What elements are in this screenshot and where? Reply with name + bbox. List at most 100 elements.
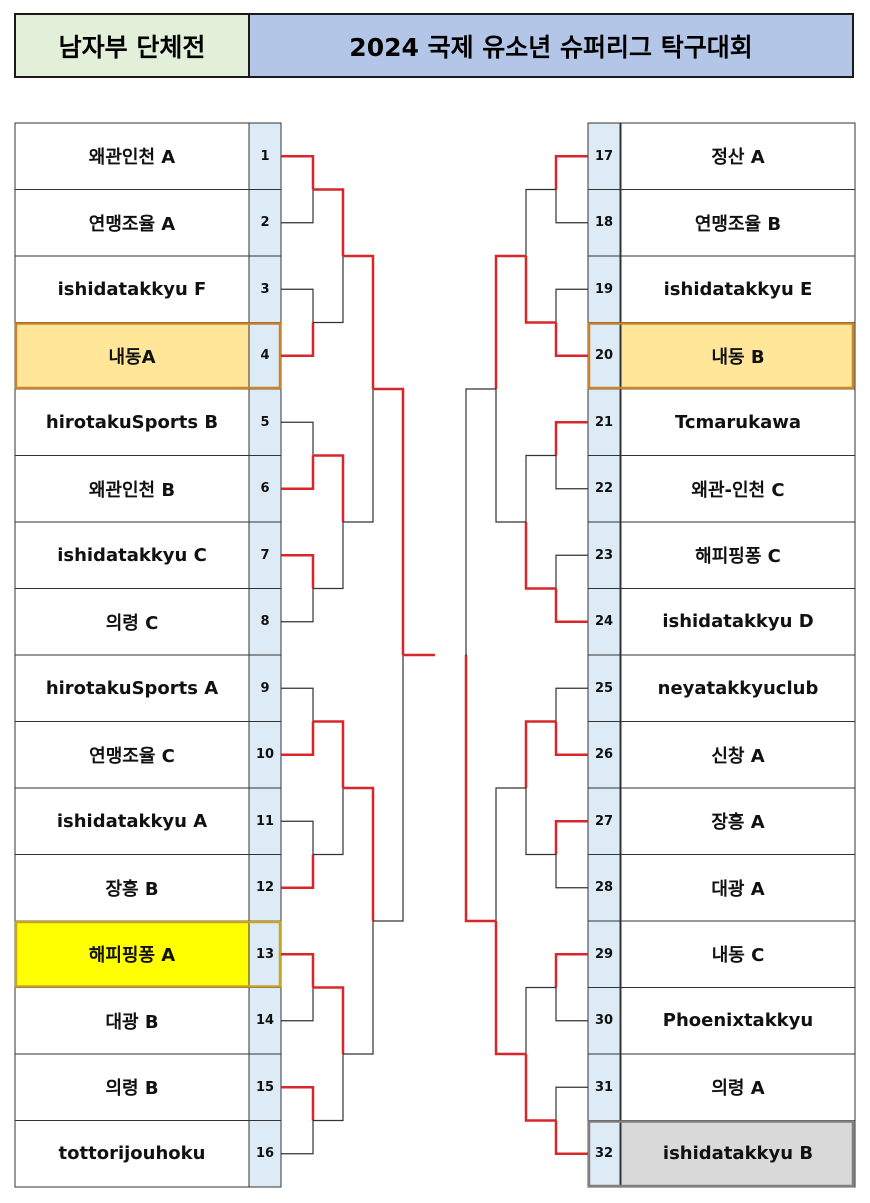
- seed-cell-bg: [248, 987, 282, 1055]
- team-name: ishidatakkyu C: [57, 544, 207, 566]
- bracket-branch: [555, 987, 588, 1022]
- team-name: 신창 A: [711, 745, 765, 767]
- bracket-branch: [555, 455, 588, 490]
- team-name: 왜관인천 B: [88, 479, 176, 501]
- seed-number: 19: [594, 281, 614, 297]
- seed-cell-bg: [248, 521, 282, 589]
- seed-number: 12: [255, 880, 275, 896]
- team-name: 내동 B: [711, 346, 765, 368]
- bracket-win-branch: [494, 254, 526, 389]
- seed-number: 24: [594, 614, 614, 630]
- seed-cell-bg: [248, 1120, 282, 1188]
- bracket-branch: [313, 788, 344, 856]
- team-name: Tcmarukawa: [674, 411, 802, 433]
- seed-cell-bg: [248, 588, 282, 656]
- seed-number: 2: [260, 215, 270, 231]
- seed-cell-bg: [248, 854, 282, 922]
- bracket-win-branch: [554, 1120, 588, 1155]
- bracket-win-branch: [373, 387, 405, 655]
- team-name: 정산 A: [711, 147, 765, 169]
- team-name: 장흥 B: [105, 878, 159, 900]
- bracket-win-branch: [281, 1086, 315, 1121]
- bracket-win-branch: [281, 554, 315, 589]
- team-cell-bg: [14, 721, 250, 789]
- team-cell-bg: [14, 521, 250, 589]
- team-cell-bg: [14, 122, 250, 190]
- bracket-branch: [525, 986, 556, 1054]
- seed-number: 29: [594, 946, 614, 962]
- bracket-branch: [555, 854, 588, 889]
- bracket-branch: [555, 687, 588, 722]
- team-cell-bg: [14, 255, 250, 323]
- seed-number: 28: [594, 880, 614, 896]
- seed-number: 22: [594, 481, 614, 497]
- team-cell-bg: [620, 455, 856, 523]
- team-name: ishidatakkyu B: [662, 1143, 814, 1165]
- team-name: 왜관인천 A: [88, 147, 176, 169]
- team-name: Phoenixtakkyu: [662, 1010, 814, 1032]
- bracket-win-branch: [554, 953, 588, 988]
- highlight-border: [14, 322, 282, 390]
- seed-cell-bg: [248, 721, 282, 789]
- team-cell-bg: [620, 122, 856, 190]
- team-name: 장흥 A: [711, 812, 765, 834]
- bracket-branch: [555, 554, 588, 589]
- seed-number: 5: [260, 414, 270, 430]
- bracket-win-branch: [281, 455, 315, 490]
- team-name: hirotakuSports B: [45, 411, 219, 433]
- bracket-branch: [555, 1086, 588, 1121]
- seed-number: 16: [255, 1146, 275, 1162]
- team-cell-bg: [620, 987, 856, 1055]
- team-name: ishidatakkyu D: [662, 611, 814, 633]
- bracket-branch: [313, 522, 344, 590]
- seed-number: 1: [260, 148, 270, 164]
- seed-number: 32: [594, 1146, 614, 1162]
- highlight-border: [587, 1120, 855, 1188]
- team-cell-bg: [14, 189, 250, 257]
- bracket-branch: [281, 288, 314, 323]
- team-name: 대광 B: [105, 1011, 159, 1033]
- team-cell-bg: [620, 255, 856, 323]
- seed-number: 27: [594, 813, 614, 829]
- bracket-branch: [281, 189, 314, 224]
- seed-number: 4: [260, 348, 270, 364]
- highlight-border: [14, 920, 282, 988]
- bracket-branch: [281, 421, 314, 456]
- bracket-win-branch: [554, 588, 588, 623]
- team-name: 연맹조율 B: [694, 213, 782, 235]
- seed-number: 11: [255, 813, 275, 829]
- bracket-win-branch: [313, 188, 345, 256]
- bracket-win-branch: [464, 655, 496, 923]
- team-name: 대광 A: [711, 878, 765, 900]
- seed-cell-bg: [587, 255, 621, 323]
- bracket-win-branch: [281, 854, 315, 889]
- team-cell-bg: [14, 388, 250, 456]
- bracket-branch: [555, 288, 588, 323]
- bracket-win-branch: [554, 322, 588, 357]
- division-title: 남자부 단체전: [16, 15, 250, 76]
- seed-number: 3: [260, 281, 270, 297]
- seed-cell-bg: [587, 654, 621, 722]
- team-cell-bg: [14, 654, 250, 722]
- team-name: 해피핑퐁 C: [695, 546, 781, 568]
- bracket-win-branch: [554, 820, 588, 855]
- team-name: tottorijouhoku: [58, 1143, 206, 1165]
- team-cell-bg: [14, 322, 250, 390]
- seed-number: 18: [594, 215, 614, 231]
- seed-number: 13: [255, 946, 275, 962]
- bracket-win-branch: [343, 254, 375, 389]
- seed-number: 20: [594, 348, 614, 364]
- seed-cell-bg: [587, 388, 621, 456]
- seed-number: 31: [594, 1079, 614, 1095]
- team-name: 연맹조율 C: [89, 745, 175, 767]
- team-name: 연맹조율 A: [88, 213, 176, 235]
- seed-number: 21: [594, 414, 614, 430]
- seed-cell-bg: [587, 1120, 621, 1188]
- team-name: neyatakkyuclub: [657, 677, 819, 699]
- seed-cell-bg: [587, 122, 621, 190]
- seed-cell-bg: [248, 920, 282, 988]
- bracket-win-branch: [524, 522, 556, 590]
- team-name: 내동 C: [711, 945, 765, 967]
- bracket-win-branch: [524, 256, 556, 324]
